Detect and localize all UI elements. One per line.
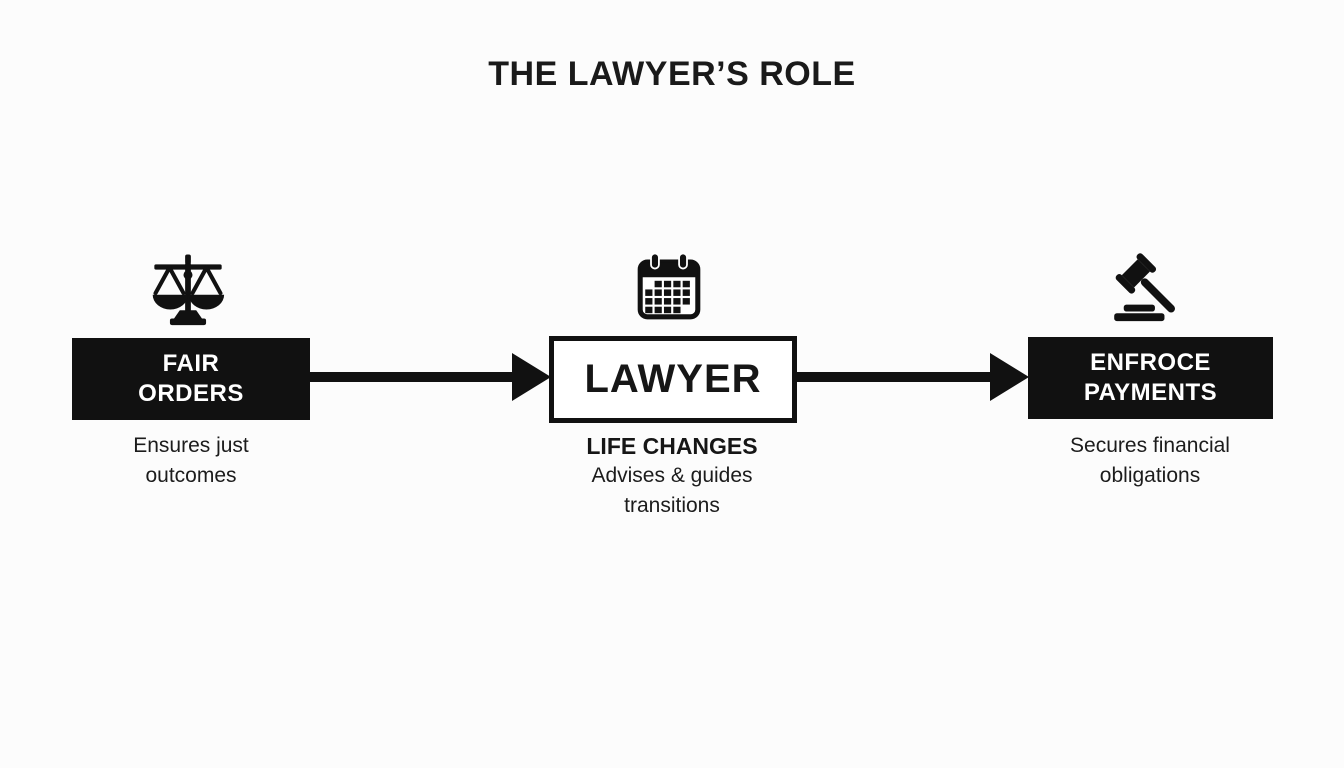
- caption-enforce-payments: Secures financial obligations: [1070, 434, 1230, 487]
- arrow-head: [990, 353, 1029, 401]
- caption-fair-orders: Ensures just outcomes: [133, 434, 249, 487]
- diagram-title: THE LAWYER’S ROLE: [488, 55, 856, 93]
- gavel-icon: [1114, 253, 1176, 322]
- scales-of-justice-icon: [152, 254, 225, 326]
- caption-lawyer: Advises & guides transitions: [591, 464, 753, 517]
- caption-lawyer-subtitle: LIFE CHANGES: [586, 433, 758, 459]
- node-enforce-payments-label-line2: PAYMENTS: [1083, 379, 1218, 406]
- node-enforce-payments-label-line1: ENFROCE: [1090, 349, 1211, 376]
- calendar-icon: [637, 252, 701, 320]
- node-fair-orders: FAIR ORDERS: [72, 338, 310, 420]
- node-enforce-payments: ENFROCE PAYMENTS: [1028, 337, 1273, 419]
- node-lawyer: LAWYER: [549, 336, 797, 423]
- node-lawyer-label: LAWYER: [584, 357, 762, 401]
- node-fair-orders-label-line1: FAIR: [162, 350, 220, 377]
- node-fair-orders-label-line2: ORDERS: [138, 380, 244, 407]
- arrow-head: [512, 353, 551, 401]
- arrow-shaft: [310, 372, 514, 382]
- arrow-shaft: [797, 372, 992, 382]
